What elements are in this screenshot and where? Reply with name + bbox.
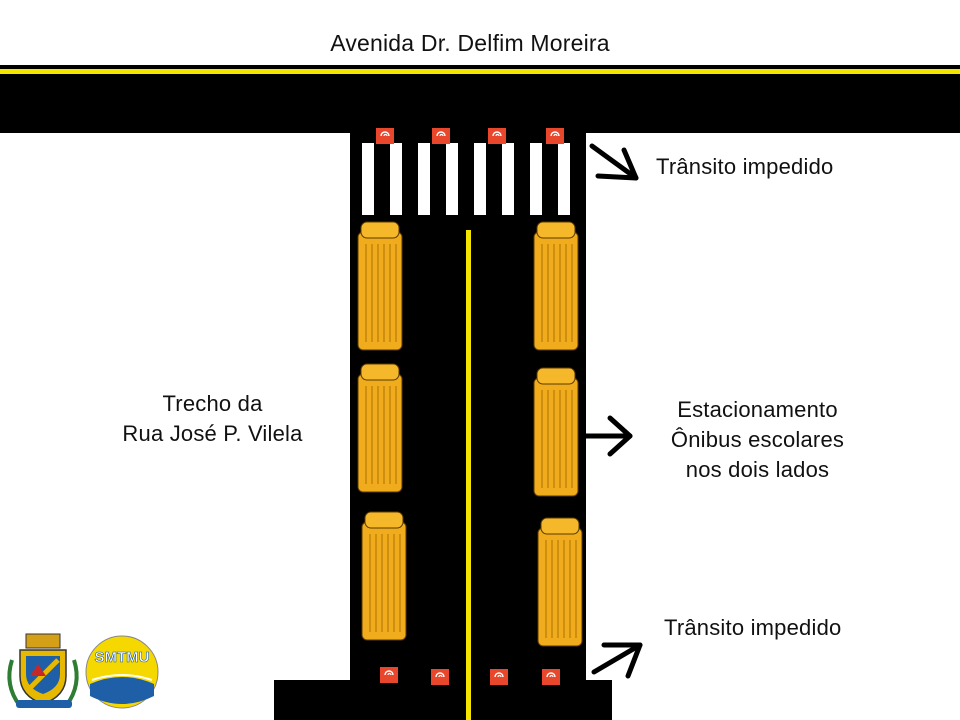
arrow-up-right-icon [591,642,643,679]
parking-annotation: Estacionamento Ônibus escolares nos dois… [645,395,870,485]
traffic-cone-icon [541,668,561,686]
traffic-cone-icon [431,127,451,145]
street-label-line1: Trecho da [162,391,263,416]
school-bus-icon [537,517,583,647]
traffic-cone-icon [379,666,399,684]
traffic-cone-icon [430,668,450,686]
avenue-road [0,65,960,133]
traffic-cone-icon [375,127,395,145]
traffic-cone-icon [489,668,509,686]
avenue-yellow-line [0,69,960,74]
street-label-line2: Rua José P. Vilela [122,421,303,446]
bottom-road [274,680,612,720]
school-bus-icon [357,363,403,493]
traffic-cone-icon [487,127,507,145]
traffic-cone-icon [545,127,565,145]
school-bus-icon [533,221,579,351]
school-bus-icon [357,221,403,351]
top-annotation: Trânsito impedido [656,154,834,179]
school-bus-icon [533,367,579,497]
bottom-annotation: Trânsito impedido [664,615,842,640]
center-line [466,230,471,720]
city-coat-of-arms-logo [7,633,79,708]
smtmu-acronym: SMTMU [95,649,150,666]
smtmu-logo: SMTMU [85,635,159,709]
parking-annotation-line3: nos dois lados [685,457,830,482]
parking-annotation-line2: Ônibus escolares [670,427,845,452]
avenue-title: Avenida Dr. Delfim Moreira [330,30,610,56]
crosswalk [362,143,570,215]
arrow-down-right-icon [589,143,639,181]
school-bus-icon [361,511,407,641]
parking-annotation-line1: Estacionamento [677,397,838,422]
arrow-right-icon [583,415,633,457]
street-label: Trecho da Rua José P. Vilela [90,389,335,449]
